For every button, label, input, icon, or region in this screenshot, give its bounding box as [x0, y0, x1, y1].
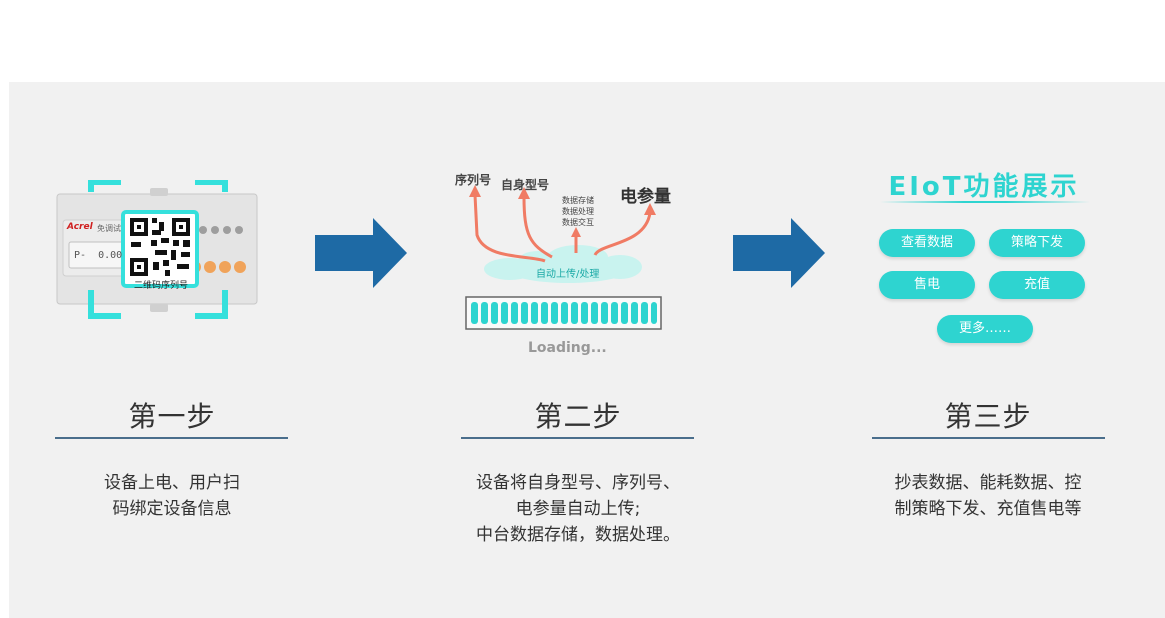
content-panel [9, 82, 1165, 618]
step-2-description: 设备将自身型号、序列号、 电参量自动上传; 中台数据存储，数据处理。 [476, 473, 680, 545]
label-model: 自身型号 [501, 178, 550, 192]
data-line-store: 数据存储 [562, 196, 594, 205]
eiot-underline [880, 201, 1090, 203]
meter-display: P- 0.00 [74, 250, 123, 261]
flow-arrow-2 [733, 218, 825, 292]
data-line-exchange: 数据交互 [562, 218, 594, 227]
right-arrow-icon [733, 218, 825, 288]
recharge-button[interactable]: 充值 [989, 271, 1085, 299]
step-3-underline [872, 437, 1105, 439]
label-serial: 序列号 [455, 173, 492, 187]
right-arrow-icon [315, 218, 407, 288]
qr-caption: 二维码序列号 [133, 281, 188, 291]
eiot-title: EIoT功能展示 [888, 172, 1080, 202]
step-3-title: 第三步 [944, 400, 1032, 433]
meter-illustration: Acrel 免调试 P- 0.00 二维码序列号 [55, 179, 260, 320]
step-2-underline [461, 437, 694, 439]
brand-sub: 免调试 [97, 224, 121, 233]
more-button[interactable]: 更多…… [937, 315, 1033, 343]
strategy-dispatch-button[interactable]: 策略下发 [989, 229, 1085, 257]
sell-electricity-button[interactable]: 售电 [879, 271, 975, 299]
cloud-label: 自动上传/处理 [536, 269, 600, 280]
data-lines: 数据存储 数据处理 数据交互 [562, 195, 594, 228]
step-3-description: 抄表数据、能耗数据、控 制策略下发、充值售电等 [894, 473, 1082, 519]
upload-illustration: 序列号 自身型号 数据存储 数据处理 数据交互 电参量 自动上传/处理 Load… [450, 165, 690, 365]
step-2-title: 第二步 [534, 400, 622, 433]
meter-icon [56, 179, 258, 319]
step-1-description: 设备上电、用户扫 码绑定设备信息 [104, 473, 240, 519]
view-data-button[interactable]: 查看数据 [879, 229, 975, 257]
data-line-process: 数据处理 [562, 207, 594, 216]
label-electric: 电参量 [620, 187, 671, 207]
step-1-title: 第一步 [128, 400, 216, 433]
brand-logo: Acrel [67, 222, 93, 232]
upload-arrows-icon [465, 185, 662, 330]
loading-text: Loading... [528, 340, 607, 356]
step-1-underline [55, 437, 288, 439]
flow-arrow-1 [315, 218, 407, 292]
